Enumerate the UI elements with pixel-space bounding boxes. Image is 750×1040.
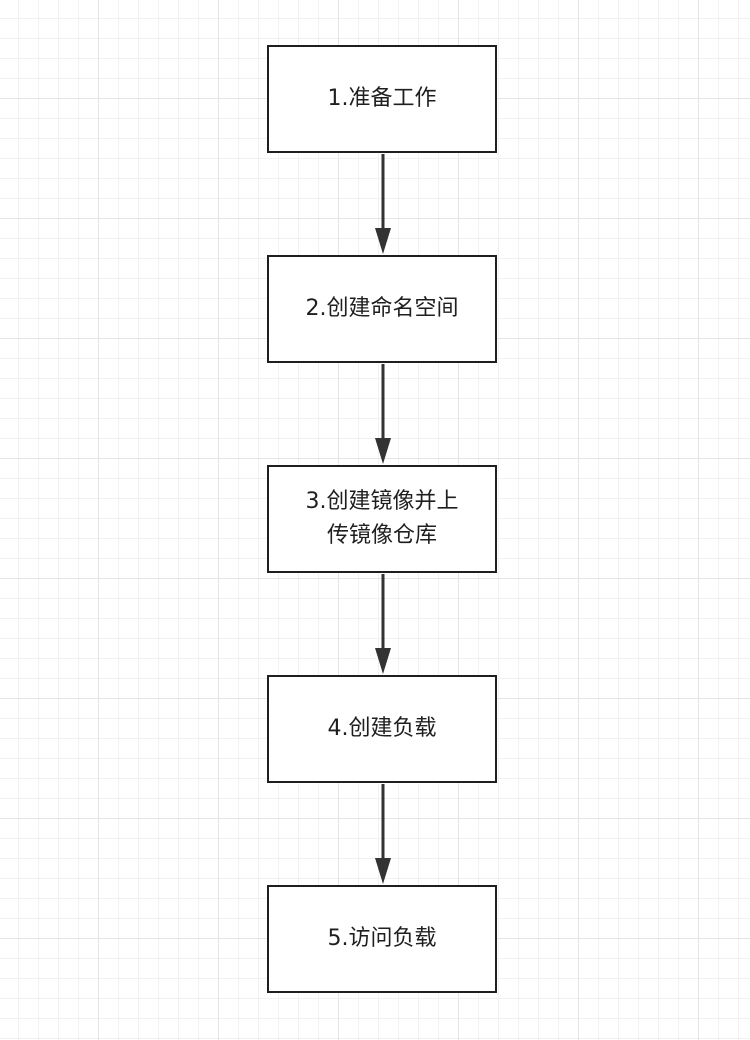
step-box-create-namespace[interactable]: 2.创建命名空间 (267, 255, 497, 363)
step-label: 2.创建命名空间 (305, 296, 459, 321)
arrow-step1-to-step2 (375, 154, 391, 254)
step-label: 4.创建负载 (327, 716, 437, 741)
step-label: 3.创建镜像并上 传镜像仓库 (305, 489, 459, 548)
step-box-create-workload[interactable]: 4.创建负载 (267, 675, 497, 783)
arrow-step4-to-step5 (375, 784, 391, 884)
arrow-step3-to-step4 (375, 574, 391, 674)
step-box-create-image[interactable]: 3.创建镜像并上 传镜像仓库 (267, 465, 497, 573)
step-label: 5.访问负载 (327, 926, 437, 951)
step-box-prepare[interactable]: 1.准备工作 (267, 45, 497, 153)
step-box-access-workload[interactable]: 5.访问负载 (267, 885, 497, 993)
arrow-step2-to-step3 (375, 364, 391, 464)
step-label: 1.准备工作 (327, 86, 437, 111)
